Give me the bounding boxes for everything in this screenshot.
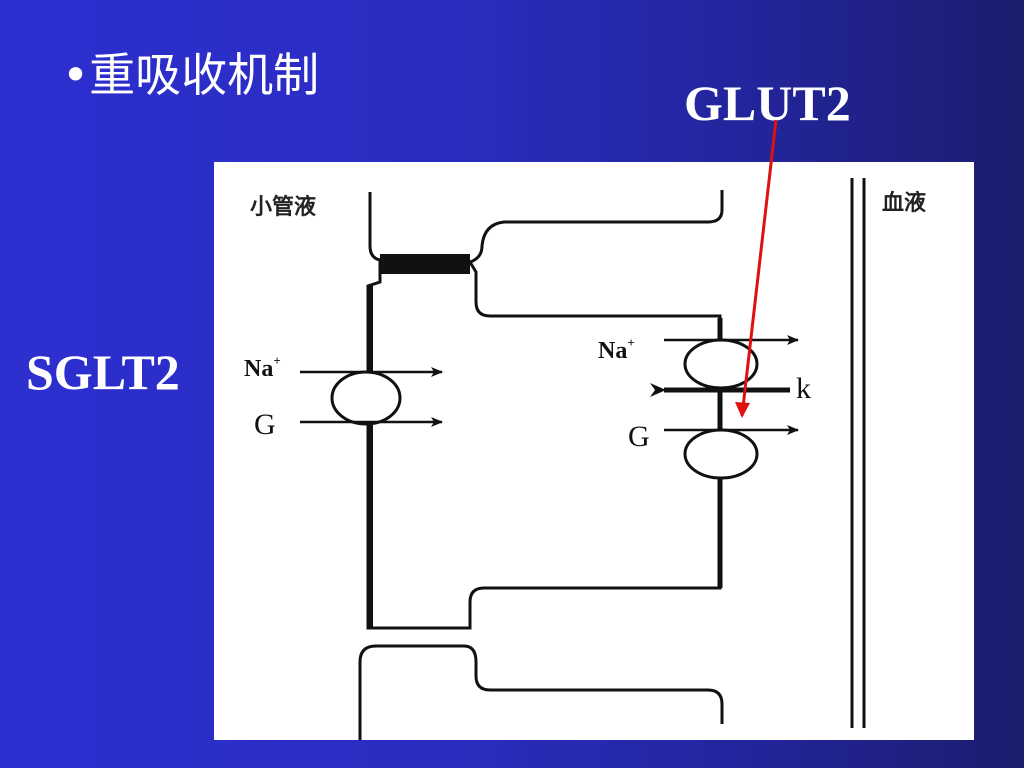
glut2-label: GLUT2 bbox=[684, 75, 851, 131]
na-k-pump-icon bbox=[683, 338, 759, 390]
tubule-cell-outline bbox=[366, 190, 724, 630]
k-label: k bbox=[796, 372, 811, 405]
right-na-label: Na+ bbox=[598, 335, 635, 364]
lumen-label: 小管液 bbox=[250, 194, 316, 220]
slide-title: •重吸收机制 bbox=[62, 48, 320, 102]
sglt2-label: SGLT2 bbox=[26, 344, 180, 400]
left-na-label: Na+ bbox=[244, 353, 281, 382]
right-g-label: G bbox=[628, 420, 650, 453]
sglt2-transporter-icon bbox=[330, 370, 402, 426]
left-g-label: G bbox=[254, 408, 276, 441]
blood-label: 血液 bbox=[882, 190, 926, 216]
tight-junction bbox=[380, 254, 470, 274]
lower-cell-outline bbox=[358, 644, 724, 740]
diagram-panel: 小管液 血液 Na+ G Na+ G k bbox=[214, 162, 974, 740]
glut2-transporter-icon bbox=[683, 428, 759, 480]
reabsorption-diagram: 小管液 血液 Na+ G Na+ G k bbox=[244, 178, 926, 740]
